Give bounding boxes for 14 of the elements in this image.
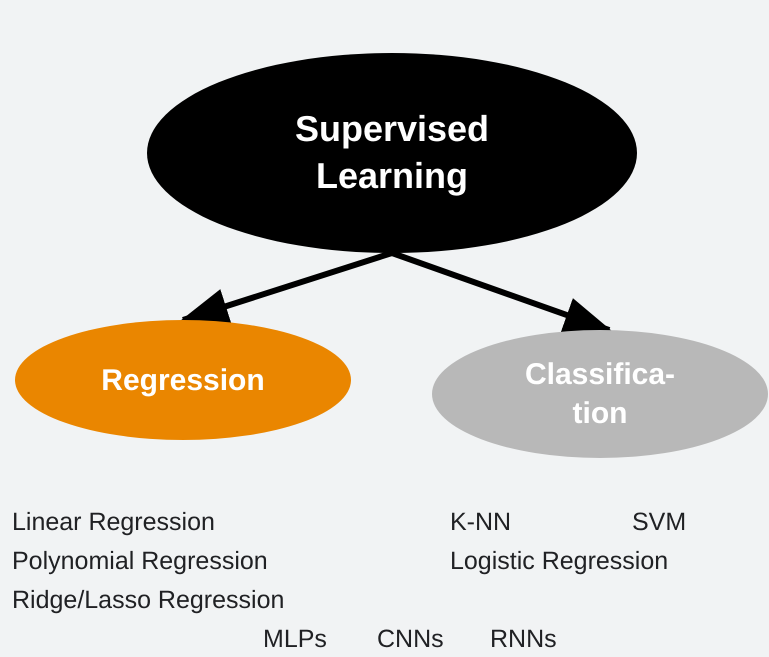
node-label: Classifica- tion — [524, 357, 676, 432]
algorithm-label: Linear Regression — [12, 508, 215, 537]
node-label: Supervised Learning — [294, 107, 490, 198]
algorithm-label: Logistic Regression — [450, 547, 668, 576]
algorithm-label: MLPs — [263, 625, 327, 654]
algorithm-label: RNNs — [490, 625, 557, 654]
algorithm-label: SVM — [632, 508, 686, 537]
arrow — [180, 250, 393, 324]
algorithm-label: K-NN — [450, 508, 512, 537]
arrow — [391, 250, 612, 333]
algorithm-label: Ridge/Lasso Regression — [12, 586, 284, 615]
algorithm-label: CNNs — [377, 625, 444, 654]
node-label: Regression — [100, 362, 266, 398]
algorithm-label: Polynomial Regression — [12, 547, 268, 576]
